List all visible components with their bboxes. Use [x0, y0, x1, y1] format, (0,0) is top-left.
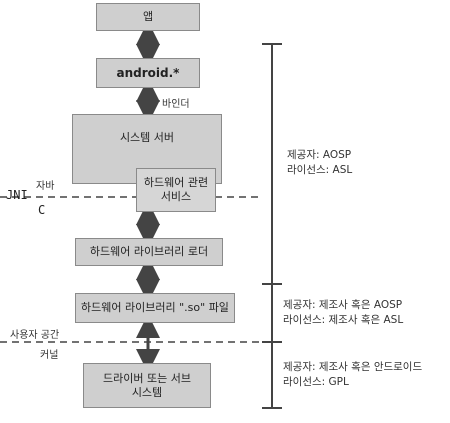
- license-aosp-provider: 제공자: AOSP: [287, 149, 352, 161]
- hw-service-label-1: 하드웨어 관련: [143, 176, 209, 190]
- driver-label-2: 시스템: [131, 385, 163, 399]
- c-label: C: [38, 203, 46, 217]
- hal-so-box: 하드웨어 라이브러리 ".so" 파일: [75, 293, 235, 323]
- system-server-label: 시스템 서버: [119, 131, 175, 144]
- license-vendor-aosp-provider: 제공자: 제조사 혹은 AOSP: [283, 299, 403, 311]
- hw-service-box: 하드웨어 관련 서비스: [136, 168, 216, 212]
- jni-label: JNI: [6, 188, 28, 202]
- driver-label-1: 드라이버 또는 서브: [103, 371, 191, 385]
- driver-box: 드라이버 또는 서브 시스템: [83, 363, 211, 408]
- license-vendor-kernel: 제공자: 제조사 혹은 안드로이드 라이선스: GPL: [283, 360, 422, 390]
- framework-box: android.*: [96, 58, 200, 88]
- hal-so-label: 하드웨어 라이브러리 ".so" 파일: [81, 301, 229, 315]
- java-label: 자바: [36, 181, 55, 192]
- license-aosp-license: 라이선스: ASL: [287, 164, 353, 177]
- hw-service-label-2: 서비스: [160, 190, 192, 203]
- hal-loader-label: 하드웨어 라이브러리 로더: [89, 245, 209, 259]
- license-vendor-kernel-provider: 제공자: 제조사 혹은 안드로이드: [283, 361, 423, 373]
- user-space-label: 사용자 공간: [10, 330, 60, 341]
- binder-label: 바인더: [162, 99, 190, 110]
- license-vendor-aosp: 제공자: 제조사 혹은 AOSP 라이선스: 제조사 혹은 ASL: [283, 298, 403, 328]
- license-vendor-kernel-license: 라이선스: GPL: [283, 376, 349, 389]
- framework-label: android.*: [116, 65, 180, 80]
- hal-loader-box: 하드웨어 라이브러리 로더: [75, 238, 223, 266]
- license-aosp: 제공자: AOSP 라이선스: ASL: [287, 148, 352, 178]
- app-box: 앱: [96, 3, 200, 31]
- app-label: 앱: [142, 10, 154, 24]
- license-vendor-aosp-license: 라이선스: 제조사 혹은 ASL: [283, 314, 404, 327]
- kernel-label: 커널: [40, 350, 59, 361]
